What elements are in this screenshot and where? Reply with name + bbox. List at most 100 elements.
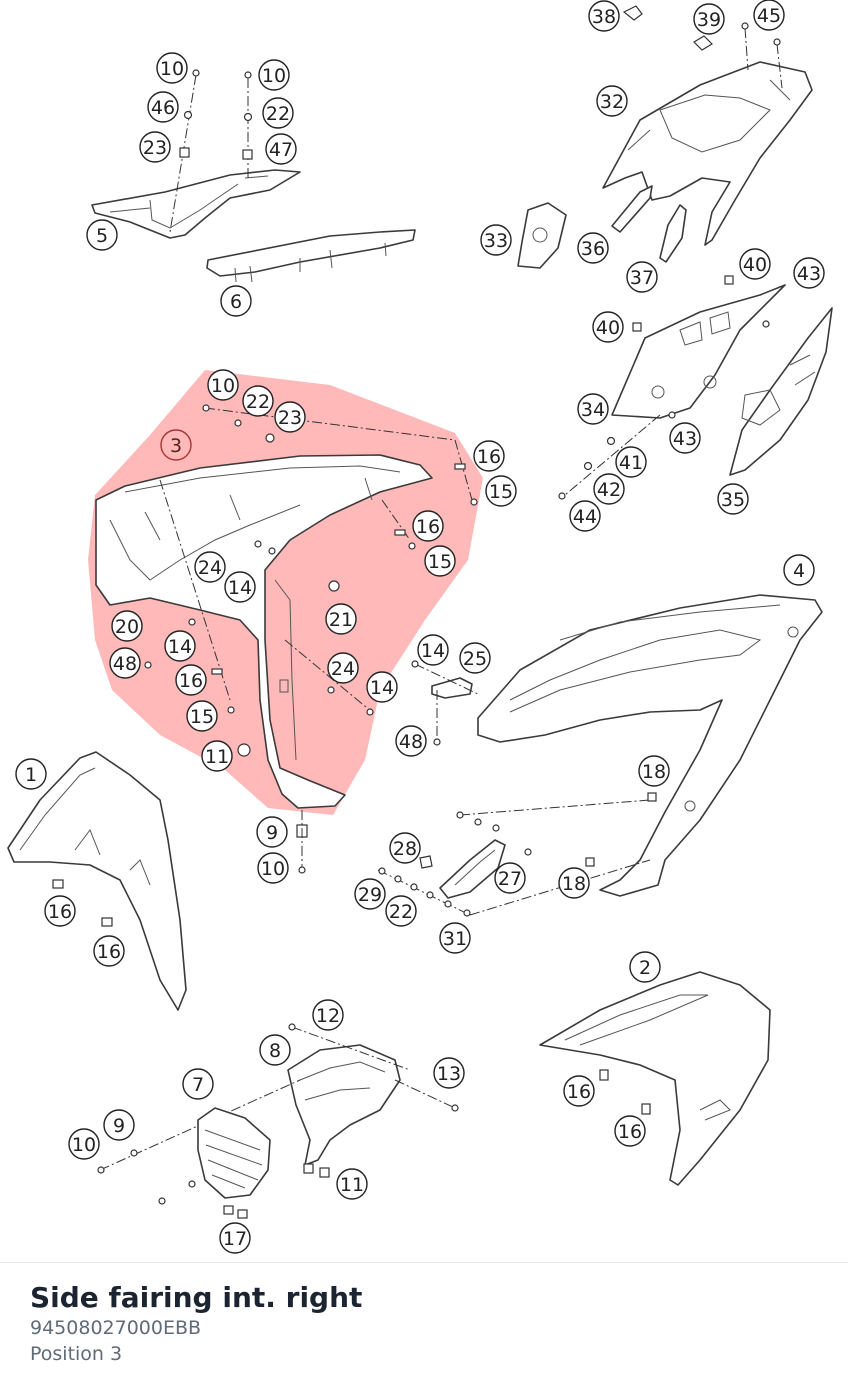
callout-45[interactable]: 45 xyxy=(753,0,785,31)
part-32-drawing xyxy=(602,61,813,246)
callout-15[interactable]: 15 xyxy=(186,700,218,732)
callout-5[interactable]: 5 xyxy=(86,219,118,251)
callout-15[interactable]: 15 xyxy=(485,475,517,507)
callout-43[interactable]: 43 xyxy=(793,257,825,289)
part-27-drawing xyxy=(377,792,657,917)
callout-32[interactable]: 32 xyxy=(596,85,628,117)
callout-circle xyxy=(577,393,609,425)
callout-48[interactable]: 48 xyxy=(395,725,427,757)
callout-24[interactable]: 24 xyxy=(327,652,359,684)
callout-9[interactable]: 9 xyxy=(256,816,288,848)
callout-28[interactable]: 28 xyxy=(389,832,421,864)
callout-25[interactable]: 25 xyxy=(459,642,491,674)
callout-18[interactable]: 18 xyxy=(558,867,590,899)
callout-7[interactable]: 7 xyxy=(182,1068,214,1100)
callout-42[interactable]: 42 xyxy=(593,473,625,505)
callout-6[interactable]: 6 xyxy=(220,285,252,317)
callout-17[interactable]: 17 xyxy=(219,1222,251,1254)
callout-number: 47 xyxy=(269,139,293,161)
callout-38[interactable]: 38 xyxy=(588,0,620,32)
callout-22[interactable]: 22 xyxy=(262,97,294,129)
callout-40[interactable]: 40 xyxy=(739,248,771,280)
callout-31[interactable]: 31 xyxy=(439,922,471,954)
part-35-drawing xyxy=(729,307,833,476)
callout-41[interactable]: 41 xyxy=(615,446,647,478)
callout-circle xyxy=(558,867,590,899)
callout-circle xyxy=(160,429,192,461)
callout-23[interactable]: 23 xyxy=(139,131,171,163)
callout-number: 7 xyxy=(192,1074,204,1096)
callout-circle xyxy=(485,475,517,507)
callout-16[interactable]: 16 xyxy=(93,935,125,967)
callout-16[interactable]: 16 xyxy=(473,440,505,472)
callout-number: 28 xyxy=(393,838,417,860)
part-1-drawing xyxy=(7,751,187,1011)
callout-14[interactable]: 14 xyxy=(224,571,256,603)
callout-number: 14 xyxy=(370,677,394,699)
callout-11[interactable]: 11 xyxy=(336,1168,368,1200)
callout-circle xyxy=(593,473,625,505)
callout-14[interactable]: 14 xyxy=(164,630,196,662)
part-3-drawing xyxy=(95,454,433,809)
callout-40[interactable]: 40 xyxy=(592,311,624,343)
callout-number: 35 xyxy=(721,489,745,511)
callout-circle xyxy=(753,0,785,31)
callout-47[interactable]: 47 xyxy=(265,133,297,165)
callout-46[interactable]: 46 xyxy=(147,91,179,123)
callout-35[interactable]: 35 xyxy=(717,483,749,515)
callout-18[interactable]: 18 xyxy=(638,755,670,787)
callout-22[interactable]: 22 xyxy=(385,895,417,927)
callout-9[interactable]: 9 xyxy=(103,1109,135,1141)
callout-23[interactable]: 23 xyxy=(274,401,306,433)
callout-2[interactable]: 2 xyxy=(629,951,661,983)
callout-27[interactable]: 27 xyxy=(494,862,526,894)
callout-20[interactable]: 20 xyxy=(111,610,143,642)
callout-37[interactable]: 37 xyxy=(626,261,658,293)
callout-number: 42 xyxy=(597,479,621,501)
callout-24[interactable]: 24 xyxy=(194,551,226,583)
callout-48[interactable]: 48 xyxy=(109,647,141,679)
callout-16[interactable]: 16 xyxy=(44,895,76,927)
callout-circle xyxy=(156,52,188,84)
callout-15[interactable]: 15 xyxy=(424,545,456,577)
callout-16[interactable]: 16 xyxy=(412,510,444,542)
callout-10[interactable]: 10 xyxy=(207,369,239,401)
callout-3[interactable]: 3 xyxy=(160,429,192,461)
callout-circle xyxy=(669,422,701,454)
callout-circle xyxy=(494,862,526,894)
callout-number: 16 xyxy=(416,516,440,538)
callout-33[interactable]: 33 xyxy=(480,224,512,256)
callout-circle xyxy=(182,1068,214,1100)
callout-1[interactable]: 1 xyxy=(15,758,47,790)
callout-8[interactable]: 8 xyxy=(259,1034,291,1066)
callout-16[interactable]: 16 xyxy=(563,1075,595,1107)
callout-36[interactable]: 36 xyxy=(577,232,609,264)
callout-number: 34 xyxy=(581,399,605,421)
callout-10[interactable]: 10 xyxy=(68,1128,100,1160)
callout-16[interactable]: 16 xyxy=(175,664,207,696)
callout-44[interactable]: 44 xyxy=(569,500,601,532)
callout-10[interactable]: 10 xyxy=(257,852,289,884)
callout-21[interactable]: 21 xyxy=(325,603,357,635)
callout-number: 20 xyxy=(115,616,139,638)
callout-number: 23 xyxy=(278,407,302,429)
callout-number: 29 xyxy=(358,884,382,906)
callout-10[interactable]: 10 xyxy=(258,59,290,91)
callout-39[interactable]: 39 xyxy=(693,3,725,35)
callout-10[interactable]: 10 xyxy=(156,52,188,84)
callout-34[interactable]: 34 xyxy=(577,393,609,425)
callout-29[interactable]: 29 xyxy=(354,878,386,910)
callout-circle xyxy=(439,922,471,954)
callout-12[interactable]: 12 xyxy=(312,999,344,1031)
callout-4[interactable]: 4 xyxy=(783,554,815,586)
callout-14[interactable]: 14 xyxy=(417,634,449,666)
callout-43[interactable]: 43 xyxy=(669,422,701,454)
callout-13[interactable]: 13 xyxy=(433,1057,465,1089)
part-7-drawing xyxy=(97,1107,271,1219)
callout-11[interactable]: 11 xyxy=(201,740,233,772)
callout-14[interactable]: 14 xyxy=(366,671,398,703)
callout-number: 5 xyxy=(96,225,108,247)
callout-number: 11 xyxy=(205,746,229,768)
callout-22[interactable]: 22 xyxy=(242,385,274,417)
callout-16[interactable]: 16 xyxy=(614,1115,646,1147)
